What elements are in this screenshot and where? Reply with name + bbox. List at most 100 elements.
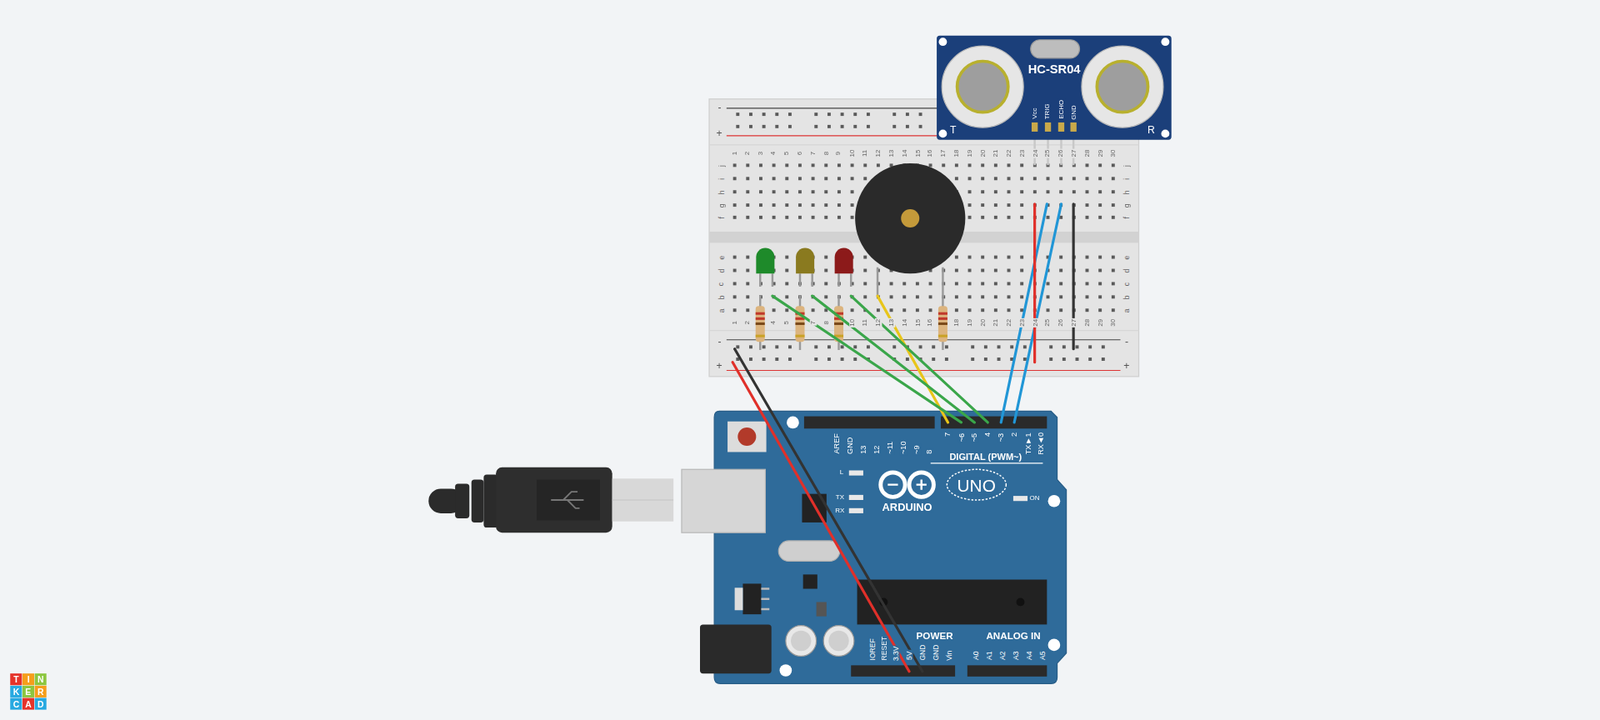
breadboard-hole	[785, 281, 789, 285]
breadboard-hole	[929, 308, 933, 312]
pin-label: AREF	[832, 432, 840, 455]
breadboard-hole	[1020, 308, 1024, 312]
breadboard-label: 27	[1070, 317, 1078, 327]
breadboard-hole	[1007, 269, 1011, 273]
arduino-board-part	[849, 470, 864, 475]
breadboard-hole	[968, 203, 972, 207]
breadboard-hole	[1098, 281, 1102, 285]
breadboard-hole	[1111, 295, 1115, 299]
pin-label: 13	[860, 444, 868, 455]
rail-hole	[892, 125, 896, 129]
breadboard-label: 10	[849, 317, 856, 327]
breadboard-hole	[1033, 190, 1037, 194]
arduino-board-part	[803, 574, 818, 589]
breadboard-hole	[980, 215, 985, 220]
pin-label: ~3	[996, 431, 1005, 443]
breadboard-hole	[772, 176, 776, 180]
breadboard-hole	[1007, 255, 1011, 260]
breadboard-hole	[811, 308, 815, 312]
breadboard-hole	[824, 215, 828, 220]
breadboard-label: 20	[979, 148, 986, 158]
breadboard-hole	[1111, 255, 1115, 260]
breadboard-hole	[1085, 269, 1090, 273]
pin-label: A5	[1038, 650, 1046, 661]
pin-label: GND	[918, 643, 926, 662]
rail-hole	[892, 112, 896, 116]
arduino-board-part	[946, 469, 1006, 500]
breadboard-hole	[745, 176, 750, 180]
hc-sr04-sensor-part	[1030, 40, 1080, 59]
rail-hole	[840, 357, 845, 361]
breadboard-hole	[955, 163, 959, 167]
rail-hole	[1010, 345, 1014, 349]
usb-cable-part	[495, 467, 613, 533]
resistor-band	[795, 322, 805, 325]
usb-cable-part	[612, 478, 674, 521]
breadboard-hole	[1085, 176, 1090, 180]
breadboard-hole	[850, 190, 855, 194]
breadboard-label: i	[1122, 176, 1130, 180]
pin-label: 2	[1010, 431, 1019, 439]
breadboard-hole	[1007, 281, 1011, 285]
hc-sr04-sensor-part	[936, 35, 1172, 140]
breadboard-hole	[785, 295, 789, 299]
arduino-board-part	[849, 508, 864, 514]
breadboard-hole	[837, 190, 841, 194]
rail-hole	[749, 125, 753, 129]
arduino-board-part	[785, 625, 817, 657]
hc-sr04-sensor-part	[939, 130, 948, 139]
breadboard-hole	[733, 269, 737, 273]
piezo-buzzer-part	[900, 209, 920, 228]
breadboard-hole	[1111, 190, 1115, 194]
breadboard-hole	[785, 203, 789, 207]
breadboard-label: 15	[914, 148, 921, 158]
breadboard-label: 26	[1057, 148, 1065, 158]
breadboard-hole	[798, 215, 802, 220]
rail-hole	[1088, 345, 1092, 349]
breadboard-hole	[785, 269, 789, 273]
breadboard-hole	[745, 163, 750, 167]
rail-hole	[853, 125, 857, 129]
arduino-board-part	[1013, 495, 1028, 501]
rail-hole	[970, 357, 975, 361]
breadboard-hole	[980, 269, 985, 273]
piezo-buzzer-part	[855, 163, 965, 274]
breadboard	[709, 99, 1140, 377]
sensor-label: HC-SR04	[1026, 63, 1081, 76]
breadboard-label: 27	[1070, 148, 1078, 158]
breadboard-hole	[1085, 203, 1090, 207]
breadboard-hole	[759, 190, 763, 194]
breadboard-hole	[1111, 281, 1115, 285]
breadboard-hole	[968, 163, 972, 167]
pin-label: RX	[834, 506, 846, 514]
breadboard-hole	[1046, 295, 1050, 299]
breadboard-hole	[772, 163, 776, 167]
rail-hole	[775, 357, 779, 361]
breadboard-hole	[1020, 176, 1024, 180]
breadboard-hole	[811, 215, 815, 220]
pin-label: UNO	[955, 476, 997, 495]
breadboard-hole	[745, 295, 750, 299]
breadboard-hole	[1046, 281, 1050, 285]
pin-label: A1	[985, 650, 993, 661]
arduino-board-part	[828, 630, 849, 651]
arduino-board-part	[727, 421, 767, 453]
breadboard-hole	[1059, 176, 1063, 180]
hc-sr04-sensor-part	[1031, 122, 1038, 132]
breadboard-hole	[785, 308, 789, 312]
resistor-body	[755, 305, 765, 342]
breadboard-hole	[1111, 269, 1115, 273]
breadboard-hole	[745, 281, 750, 285]
resistor-band	[938, 322, 948, 325]
rail-hole	[1075, 357, 1080, 361]
breadboard-hole	[1020, 281, 1024, 285]
rail-hole	[735, 112, 740, 116]
breadboard-hole	[915, 295, 920, 299]
breadboard-label: 23	[1018, 148, 1025, 158]
breadboard-label: f	[1123, 215, 1131, 220]
resistor-band	[795, 335, 805, 338]
resistor-band	[938, 312, 948, 315]
arduino-board-part	[681, 469, 765, 533]
breadboard-hole	[1007, 215, 1011, 220]
breadboard-label: 11	[861, 317, 869, 327]
